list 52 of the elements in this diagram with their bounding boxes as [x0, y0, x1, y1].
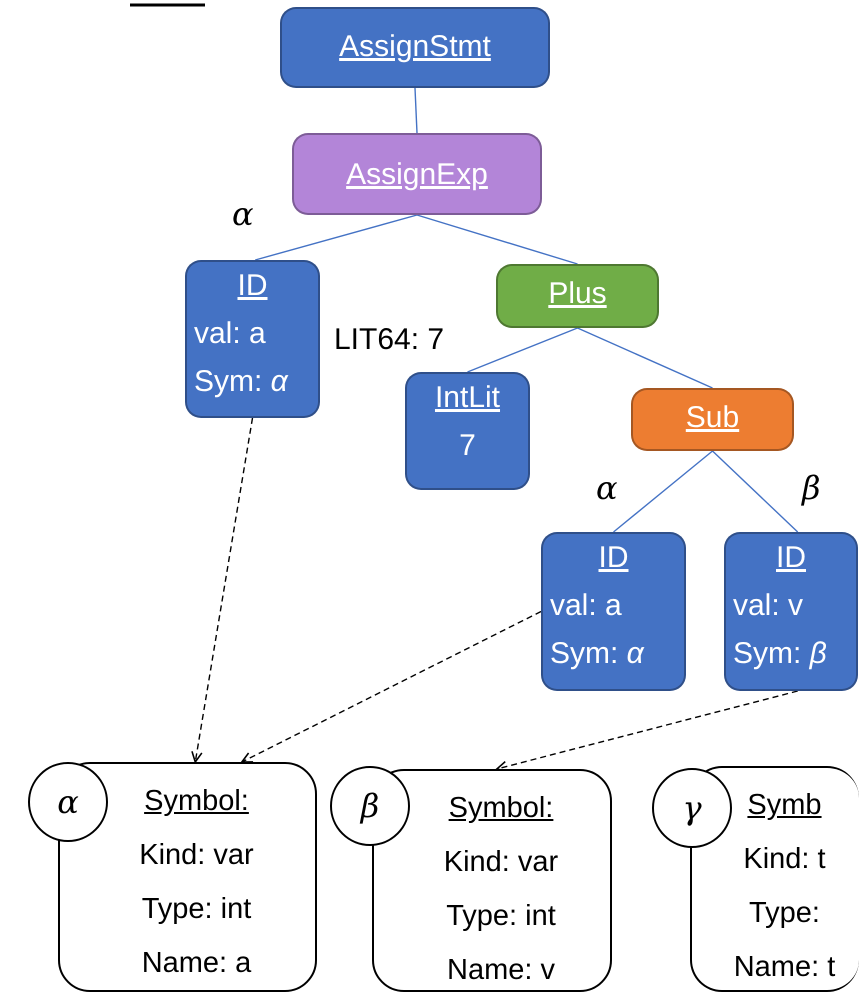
- node-heading: Symbol:: [143, 784, 250, 819]
- edge-label: β: [802, 470, 820, 506]
- tree-node-box: [405, 372, 530, 490]
- tree-edge-line: [414, 88, 418, 134]
- node-field-text: Name: a: [140, 946, 252, 981]
- node-field-text: Type: int: [445, 899, 557, 934]
- dashed-arrow: [241, 610, 542, 763]
- edge-label: α: [232, 196, 254, 232]
- node-field-text: 7: [458, 428, 477, 464]
- node-field-text: Sym: β: [733, 636, 828, 672]
- node-heading: ID: [775, 540, 807, 576]
- node-heading: Symbol:: [448, 791, 554, 826]
- node-field-text: val: a: [550, 588, 623, 624]
- tree-node-box: [496, 264, 659, 328]
- greek-letter: α: [57, 786, 79, 818]
- node-field-text: Type:: [748, 896, 821, 931]
- node-field-text: Type: int: [140, 892, 252, 927]
- node-heading: IntLit: [434, 380, 502, 416]
- dashed-arrow: [191, 418, 254, 763]
- node-field-text: Kind: var: [442, 845, 560, 880]
- node-field-text: Sym: α: [194, 364, 290, 400]
- node-field-text: Kind: t: [742, 842, 827, 877]
- edge-label: α: [596, 470, 618, 506]
- node-heading: ID: [598, 540, 630, 576]
- symbol-table-box: [58, 762, 317, 992]
- node-heading: Plus: [547, 276, 608, 312]
- tree-node-box: [631, 388, 794, 451]
- tree-edge-line: [467, 327, 578, 373]
- greek-letter: β: [360, 790, 380, 822]
- node-field-text: val: a: [194, 316, 267, 352]
- node-field-text: val: v: [733, 588, 804, 624]
- node-field-text: Kind: var: [138, 838, 255, 873]
- node-heading: Symb: [746, 788, 823, 823]
- tree-node-box: [541, 532, 686, 691]
- tree-node-box: [185, 260, 320, 418]
- tree-node-box: [280, 7, 550, 88]
- tree-edge-line: [255, 214, 418, 261]
- node-field-text: Name: v: [446, 953, 556, 988]
- greek-letter: γ: [682, 792, 702, 824]
- node-heading: Sub: [684, 400, 740, 436]
- node-field-text: Name: t: [732, 950, 836, 985]
- tree-edge-line: [416, 214, 578, 265]
- node-heading: ID: [236, 268, 268, 304]
- tree-node-box: [292, 133, 542, 215]
- tree-node-box: [724, 532, 858, 691]
- node-heading: AssignStmt: [338, 29, 492, 65]
- tree-edge-line: [613, 450, 713, 533]
- node-heading: AssignExp: [345, 157, 489, 193]
- edge-label: LIT64: 7: [334, 322, 444, 358]
- node-field-text: Sym: α: [550, 636, 646, 672]
- tree-edge-line: [577, 327, 713, 389]
- tree-edge-line: [712, 450, 798, 532]
